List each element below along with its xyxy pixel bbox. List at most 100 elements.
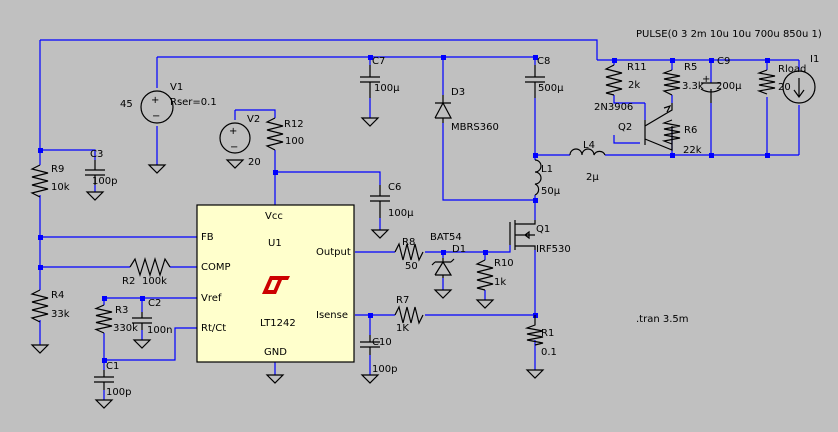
i1-name: I1 bbox=[810, 54, 819, 65]
r1-value: 0.1 bbox=[541, 347, 557, 358]
c6-value: 100µ bbox=[388, 208, 414, 219]
resistor-r7[interactable] bbox=[394, 305, 424, 325]
l4-value: 2µ bbox=[586, 172, 599, 183]
pulse-directive: PULSE(0 3 2m 10u 10u 700u 850u 1) bbox=[636, 29, 822, 40]
wires bbox=[39, 39, 800, 400]
resistor-r5[interactable] bbox=[661, 69, 681, 96]
component-labels: PULSE(0 3 2m 10u 10u 700u 850u 1) .tran … bbox=[51, 29, 822, 398]
d1-name: D1 bbox=[452, 244, 466, 255]
ic-pin-isense: Isense bbox=[316, 310, 348, 321]
capacitor-c9[interactable]: + bbox=[700, 74, 722, 103]
resistor-r6[interactable] bbox=[661, 119, 681, 145]
v2-name: V2 bbox=[247, 114, 260, 125]
r1-name: R1 bbox=[541, 328, 554, 339]
pnp-q2[interactable] bbox=[644, 103, 673, 151]
current-source-i1[interactable]: I1 bbox=[782, 54, 819, 104]
inductor-l4[interactable] bbox=[569, 148, 606, 156]
r7-value: 1K bbox=[396, 323, 409, 334]
r5-value: 3.3k bbox=[682, 81, 704, 92]
ic-ref: U1 bbox=[268, 238, 282, 249]
diode-d1[interactable] bbox=[431, 258, 455, 278]
diode-d3[interactable] bbox=[434, 95, 452, 123]
q2-part: 2N3906 bbox=[594, 102, 633, 113]
resistor-r3[interactable] bbox=[94, 304, 113, 334]
c3-name: C3 bbox=[90, 149, 103, 160]
ground-icon bbox=[525, 369, 545, 379]
r10-value: 1k bbox=[494, 277, 506, 288]
c8-name: C8 bbox=[537, 56, 550, 67]
l4-name: L4 bbox=[583, 140, 595, 151]
q1-name: Q1 bbox=[536, 224, 550, 235]
rload-name: Rload bbox=[778, 64, 806, 75]
capacitor-c6[interactable] bbox=[370, 185, 390, 218]
v1-rser: Rser=0.1 bbox=[170, 97, 217, 108]
c7-value: 100µ bbox=[374, 83, 400, 94]
ic-body bbox=[196, 204, 355, 363]
ground-icon bbox=[30, 344, 50, 354]
r4-value: 33k bbox=[51, 309, 70, 320]
resistor-r1[interactable] bbox=[524, 315, 544, 346]
l1-name: L1 bbox=[541, 164, 553, 175]
r3-name: R3 bbox=[115, 305, 128, 316]
c3-value: 100p bbox=[92, 176, 117, 187]
c1-value: 100p bbox=[106, 387, 131, 398]
resistor-r8[interactable] bbox=[394, 242, 424, 262]
c1-name: C1 bbox=[106, 361, 119, 372]
c2-name: C2 bbox=[148, 298, 161, 309]
ic-pin-comp: COMP bbox=[201, 262, 231, 273]
svg-text:−: − bbox=[230, 142, 238, 153]
resistor-r4[interactable] bbox=[30, 289, 49, 323]
ic-pin-fb: FB bbox=[201, 232, 214, 243]
resistors bbox=[30, 64, 776, 346]
mosfet-q1[interactable] bbox=[509, 220, 536, 250]
c9-value: 200µ bbox=[716, 81, 742, 92]
capacitors: + bbox=[85, 65, 722, 390]
c8-value: 500µ bbox=[538, 83, 564, 94]
ground-icon bbox=[94, 399, 114, 409]
capacitor-c1[interactable] bbox=[94, 370, 114, 390]
c10-name: C10 bbox=[372, 337, 392, 348]
ground-icon bbox=[433, 289, 453, 299]
inductor-l1[interactable] bbox=[534, 159, 542, 196]
d3-name: D3 bbox=[451, 87, 465, 98]
resistor-r10[interactable] bbox=[475, 259, 494, 291]
capacitor-c8[interactable] bbox=[525, 65, 545, 98]
resistor-r2[interactable] bbox=[129, 256, 171, 278]
capacitor-c7[interactable] bbox=[360, 65, 380, 98]
resistor-r9[interactable] bbox=[30, 164, 49, 198]
r9-value: 10k bbox=[51, 182, 70, 193]
r5-name: R5 bbox=[684, 62, 697, 73]
r8-value: 50 bbox=[405, 261, 418, 272]
resistor-rload[interactable] bbox=[756, 69, 776, 95]
q2-name: Q2 bbox=[618, 122, 632, 133]
lt-logo-icon bbox=[262, 276, 290, 294]
ground-icon bbox=[370, 229, 390, 239]
v2-value: 20 bbox=[248, 157, 261, 168]
ground-icon bbox=[475, 299, 495, 309]
ground-icon bbox=[85, 191, 105, 201]
ic-pin-vref: Vref bbox=[201, 293, 222, 304]
c9-name: C9 bbox=[717, 56, 730, 67]
q1-value: IRF530 bbox=[536, 244, 571, 255]
resistor-r12[interactable] bbox=[265, 117, 284, 151]
ic-pin-rtct: Rt/Ct bbox=[201, 323, 226, 334]
r8-name: R8 bbox=[402, 237, 415, 248]
rload-value: 20 bbox=[778, 82, 791, 93]
capacitor-c2[interactable] bbox=[132, 312, 152, 330]
r6-name: R6 bbox=[684, 125, 697, 136]
d1-value: BAT54 bbox=[430, 232, 462, 243]
r12-value: 100 bbox=[285, 136, 304, 147]
ground-icon bbox=[132, 339, 152, 349]
r3-value: 330k bbox=[113, 323, 138, 334]
c2-value: 100n bbox=[147, 325, 172, 336]
ic-u1[interactable]: Vcc U1 FB COMP Vref Rt/Ct Output Isense … bbox=[196, 204, 355, 363]
resistor-r11[interactable] bbox=[604, 64, 623, 96]
capacitor-c3[interactable] bbox=[85, 160, 105, 185]
svg-text:+: + bbox=[151, 95, 159, 106]
ic-pin-output: Output bbox=[316, 247, 351, 258]
d3-value: MBRS360 bbox=[451, 122, 499, 133]
voltage-source-v1[interactable]: + − V1 45 Rser=0.1 bbox=[120, 82, 217, 124]
voltage-source-v2[interactable]: + − V2 20 bbox=[219, 114, 261, 168]
capacitor-c10[interactable] bbox=[360, 335, 380, 355]
